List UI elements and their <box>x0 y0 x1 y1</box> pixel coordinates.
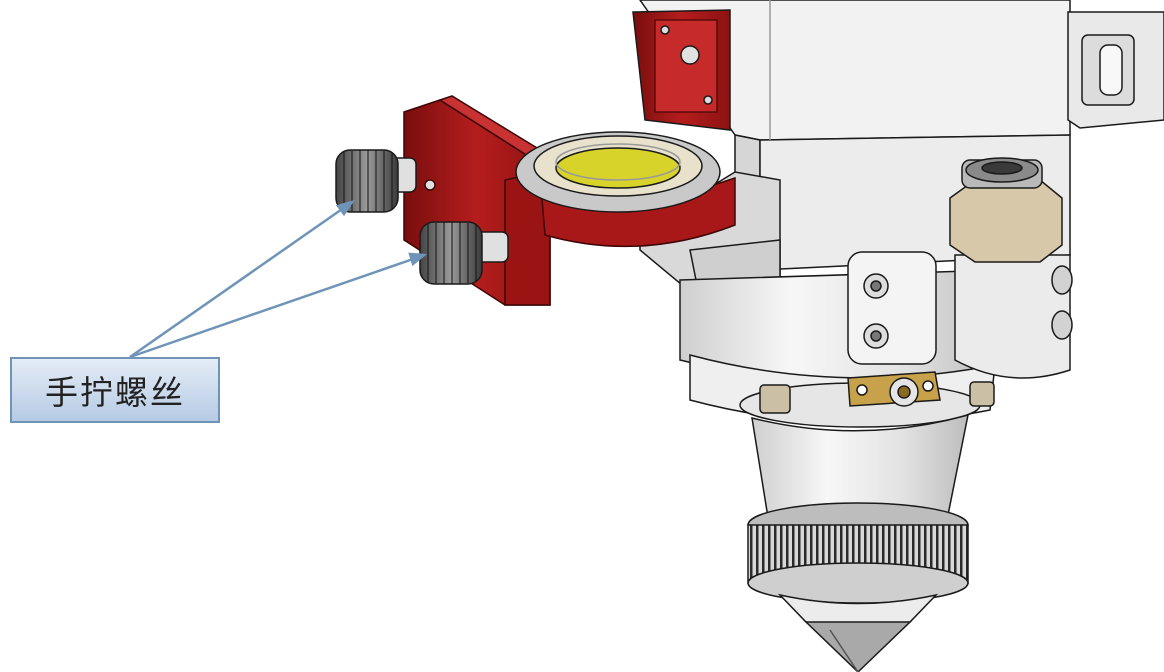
thumb-screw-upper-icon <box>335 149 417 213</box>
arrow-head-upper <box>335 199 355 217</box>
thumb-screw-lower-icon <box>419 221 509 285</box>
arrow-head-lower <box>408 252 428 267</box>
gas-fitting-icon <box>949 157 1063 263</box>
callout-arrows <box>129 199 428 359</box>
brass-connector-icon <box>847 371 941 407</box>
callout-box: 手拧螺丝 <box>10 357 220 423</box>
laser-head-body-icon <box>632 0 1164 428</box>
callout-label: 手拧螺丝 <box>45 373 185 412</box>
lens-window-icon <box>515 131 721 213</box>
cone-nozzle-icon <box>747 413 969 672</box>
